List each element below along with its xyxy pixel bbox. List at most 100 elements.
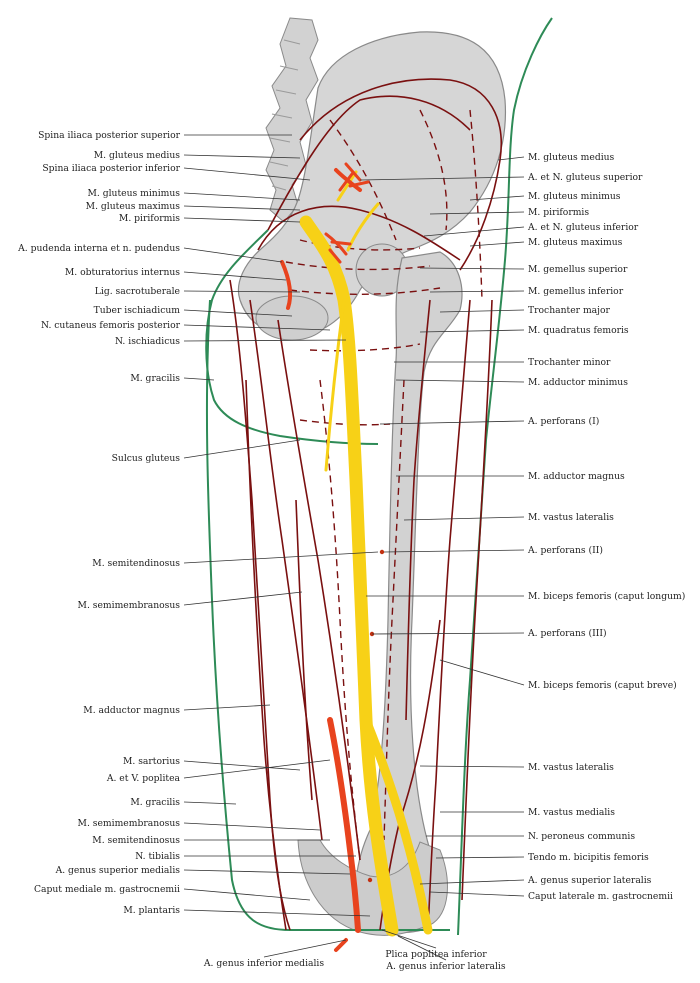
label-left: M. gluteus maximus bbox=[86, 201, 181, 212]
label-left: M. piriformis bbox=[119, 213, 180, 224]
label-right: M. adductor minimus bbox=[528, 377, 628, 388]
label-left: M. semimembranosus bbox=[78, 600, 181, 611]
labels-left: Spina iliaca posterior superior M. gluteu… bbox=[17, 130, 180, 916]
label-left: Caput mediale m. gastrocnemii bbox=[34, 884, 180, 895]
leader-line bbox=[435, 856, 525, 859]
label-right: A. et N. gluteus inferior bbox=[527, 222, 639, 233]
leader-line bbox=[439, 309, 525, 313]
label-right: A. genus superior lateralis bbox=[527, 875, 652, 886]
label-left: M. gracilis bbox=[130, 797, 180, 808]
leader-line bbox=[183, 801, 237, 805]
label-bottom: A. genus inferior medialis bbox=[203, 958, 324, 969]
label-left: M. gracilis bbox=[130, 373, 180, 384]
label-left: N. cutaneus femoris posterior bbox=[41, 320, 181, 331]
label-right: M. gemellus superior bbox=[528, 264, 628, 275]
leader-line bbox=[183, 205, 301, 211]
leader-line bbox=[183, 869, 351, 875]
label-left: N. tibialis bbox=[135, 851, 180, 862]
label-left: N. ischiadicus bbox=[115, 336, 180, 347]
label-left: A. et V. poplitea bbox=[106, 773, 181, 784]
label-left: M. semimembranosus bbox=[78, 818, 181, 829]
leader-lines bbox=[183, 134, 525, 961]
leader-line bbox=[429, 891, 525, 897]
perforans-markers bbox=[367, 549, 385, 883]
label-right: M. gemellus inferior bbox=[528, 286, 624, 297]
skin-outline bbox=[205, 17, 553, 936]
label-left: M. sartorius bbox=[123, 756, 180, 767]
label-left: Spina iliaca posterior superior bbox=[38, 130, 181, 141]
label-right: Caput laterale m. gastrocnemii bbox=[528, 891, 673, 902]
leader-line bbox=[419, 879, 525, 885]
leader-line bbox=[419, 765, 525, 768]
leader-line bbox=[183, 167, 311, 181]
leader-line bbox=[183, 591, 303, 606]
leader-line bbox=[183, 217, 301, 223]
leader-line bbox=[497, 156, 525, 161]
leader-line bbox=[359, 176, 525, 181]
labels-right: M. gluteus medius A. et N. gluteus superi… bbox=[527, 152, 685, 902]
leader-line bbox=[183, 760, 301, 771]
leader-line bbox=[383, 549, 525, 553]
label-left: M. adductor magnus bbox=[83, 705, 180, 716]
leader-line bbox=[397, 935, 447, 961]
leader-line bbox=[469, 241, 525, 247]
label-right: A. perforans (II) bbox=[527, 545, 603, 556]
leader-line bbox=[183, 439, 301, 459]
leader-line bbox=[429, 290, 525, 293]
label-left: M. gluteus medius bbox=[94, 150, 181, 161]
leader-line bbox=[183, 324, 331, 331]
leader-line bbox=[183, 154, 301, 159]
leader-line bbox=[403, 516, 525, 521]
label-right: Trochanter major bbox=[528, 305, 611, 316]
label-right: A. et N. gluteus superior bbox=[527, 172, 643, 183]
label-right: N. peroneus communis bbox=[528, 831, 635, 842]
sciatic-nerve bbox=[299, 170, 433, 937]
leader-line bbox=[419, 329, 525, 333]
label-right: M. gluteus maximus bbox=[528, 237, 623, 248]
arteries bbox=[280, 162, 370, 952]
leader-line bbox=[381, 929, 437, 949]
label-right: A. perforans (III) bbox=[527, 628, 607, 639]
leader-line bbox=[469, 195, 525, 201]
label-right: M. vastus lateralis bbox=[528, 512, 614, 523]
label-right: M. biceps femoris (caput longum) bbox=[528, 591, 685, 602]
leader-line bbox=[183, 909, 371, 917]
leader-line bbox=[183, 309, 293, 317]
leader-line bbox=[439, 659, 525, 686]
label-left: M. gluteus minimus bbox=[87, 188, 180, 199]
labels-bottom: A. genus inferior medialis Plica poplitea… bbox=[203, 949, 506, 972]
label-left: A. pudenda interna et n. pudendus bbox=[17, 243, 180, 254]
leader-line bbox=[183, 551, 379, 564]
leader-line bbox=[183, 192, 301, 201]
label-right: M. biceps femoris (caput breve) bbox=[528, 680, 677, 691]
leader-line bbox=[183, 377, 215, 381]
label-left: Sulcus gluteus bbox=[112, 453, 181, 464]
label-right: M. quadratus femoris bbox=[528, 325, 629, 336]
sacrum-bone bbox=[265, 17, 319, 223]
leader-line bbox=[183, 271, 287, 281]
label-right: M. adductor magnus bbox=[528, 471, 625, 482]
label-bottom: A. genus inferior lateralis bbox=[385, 961, 505, 972]
label-left: Lig. sacrotuberale bbox=[95, 286, 180, 297]
label-left: M. plantaris bbox=[123, 905, 180, 916]
label-right: M. gluteus medius bbox=[528, 152, 615, 163]
label-left: M. obturatorius internus bbox=[65, 267, 180, 278]
leader-line bbox=[395, 379, 525, 383]
leader-line bbox=[183, 247, 283, 263]
leader-line bbox=[423, 226, 525, 237]
label-right: M. vastus lateralis bbox=[528, 762, 614, 773]
leader-line bbox=[183, 822, 321, 831]
leader-line bbox=[263, 939, 347, 958]
label-left: Tuber ischiadicum bbox=[94, 305, 181, 316]
leader-line bbox=[183, 759, 331, 779]
muscle-outlines bbox=[229, 78, 502, 931]
label-bottom: Plica poplitea inferior bbox=[385, 949, 487, 960]
leader-line bbox=[379, 420, 525, 425]
label-left: Spina iliaca posterior inferior bbox=[42, 163, 180, 174]
leader-line bbox=[183, 704, 271, 711]
label-right: A. perforans (I) bbox=[527, 416, 599, 427]
leader-line bbox=[371, 632, 525, 635]
label-right: Trochanter minor bbox=[528, 357, 611, 368]
label-left: M. semitendinosus bbox=[92, 558, 180, 569]
